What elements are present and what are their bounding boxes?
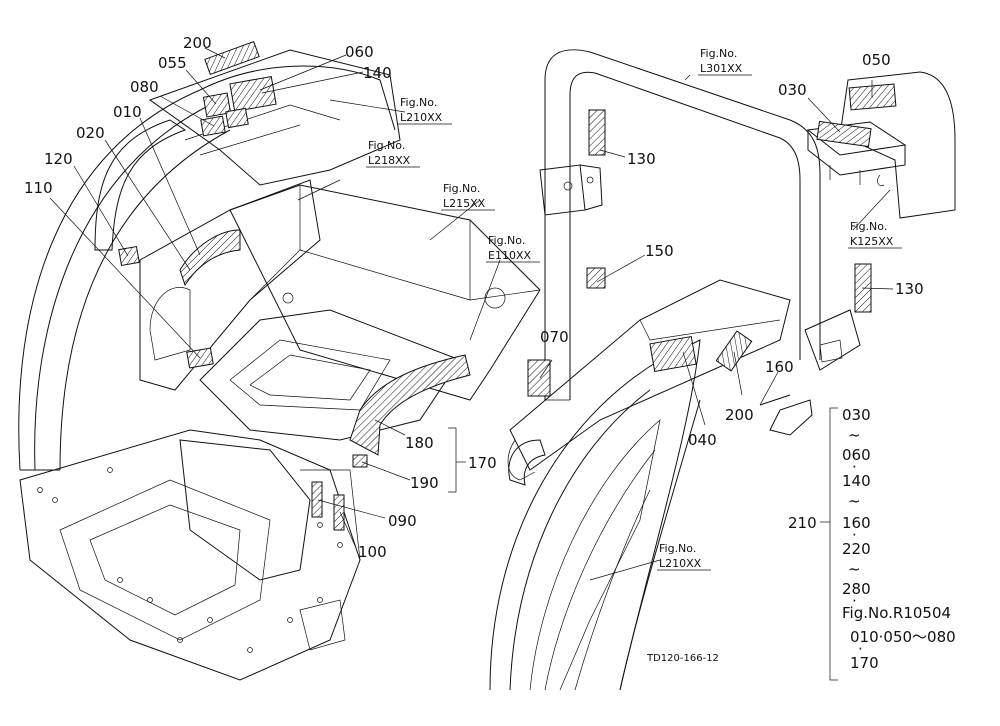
part-label-140: 140: [363, 64, 392, 82]
part-label-210: 210: [788, 514, 817, 532]
part-label-130-left: 130: [627, 150, 656, 168]
figref-e110xx-number: E110XX: [488, 249, 531, 262]
range-tilde-1: ~: [848, 426, 861, 444]
range-170: 170: [850, 654, 879, 672]
left-assembly-drawing: [18, 40, 541, 681]
range-140: 140: [842, 472, 871, 490]
part-label-180: 180: [405, 434, 434, 452]
figref-l301xx-number: L301XX: [700, 62, 743, 75]
range-030: 030: [842, 406, 871, 424]
part-label-190: 190: [410, 474, 439, 492]
part-label-020: 020: [76, 124, 105, 142]
leader-lines: [49, 47, 902, 681]
figref-l210xx-bottom-title: Fig.No.: [659, 542, 696, 555]
part-label-120: 120: [44, 150, 73, 168]
figref-l218xx-number: L218XX: [368, 154, 411, 167]
range-list: 030 ~ 060 · 140 ~ 160 · 220 ~ 280 · Fig.…: [842, 406, 956, 672]
range-tilde-2: ~: [848, 492, 861, 510]
part-label-170: 170: [468, 454, 497, 472]
range-dot-2: ·: [852, 526, 857, 544]
part-label-130-right: 130: [895, 280, 924, 298]
drawing-code: TD120-166-12: [646, 653, 719, 664]
figref-l210xx-top-title: Fig.No.: [400, 96, 437, 109]
part-label-040: 040: [688, 431, 717, 449]
part-label-030: 030: [778, 81, 807, 99]
part-label-060: 060: [345, 43, 374, 61]
range-220: 220: [842, 540, 871, 558]
part-label-050: 050: [862, 51, 891, 69]
figref-l215xx-number: L215XX: [443, 197, 486, 210]
part-label-200-top: 200: [183, 34, 212, 52]
figref-l215xx-title: Fig.No.: [443, 182, 480, 195]
part-label-100: 100: [358, 543, 387, 561]
figref-k125xx-number: K125XX: [850, 235, 894, 248]
range-160: 160: [842, 514, 871, 532]
right-assembly-drawing: [489, 49, 956, 691]
part-label-070: 070: [540, 328, 569, 346]
figref-l210xx-bottom-number: L210XX: [659, 557, 702, 570]
range-dot-3: ·: [852, 592, 857, 610]
range-060: 060: [842, 446, 871, 464]
range-280: 280: [842, 580, 871, 598]
figref-k125xx-title: Fig.No.: [850, 220, 887, 233]
part-label-055: 055: [158, 54, 187, 72]
range-fig-ref: Fig.No.R10504: [842, 604, 951, 622]
figref-e110xx-title: Fig.No.: [488, 234, 525, 247]
part-label-090: 090: [388, 512, 417, 530]
part-label-200-right: 200: [725, 406, 754, 424]
range-tilde-3: ~: [848, 560, 861, 578]
part-labels: 200 060 055 140 080 010 020 120 110 130 …: [24, 34, 924, 561]
part-label-150: 150: [645, 242, 674, 260]
part-label-080: 080: [130, 78, 159, 96]
part-label-160: 160: [765, 358, 794, 376]
part-label-010: 010: [113, 103, 142, 121]
figref-l218xx-title: Fig.No.: [368, 139, 405, 152]
range-dot-1: ·: [852, 458, 857, 476]
figref-l301xx-title: Fig.No.: [700, 47, 737, 60]
part-label-110: 110: [24, 179, 53, 197]
range-010-050-080: 010·050～080: [850, 628, 956, 646]
range-dot-4: ·: [858, 640, 863, 658]
figure-references: Fig.No. L210XX Fig.No. L218XX Fig.No. L2…: [368, 47, 894, 570]
figref-l210xx-top-number: L210XX: [400, 111, 443, 124]
